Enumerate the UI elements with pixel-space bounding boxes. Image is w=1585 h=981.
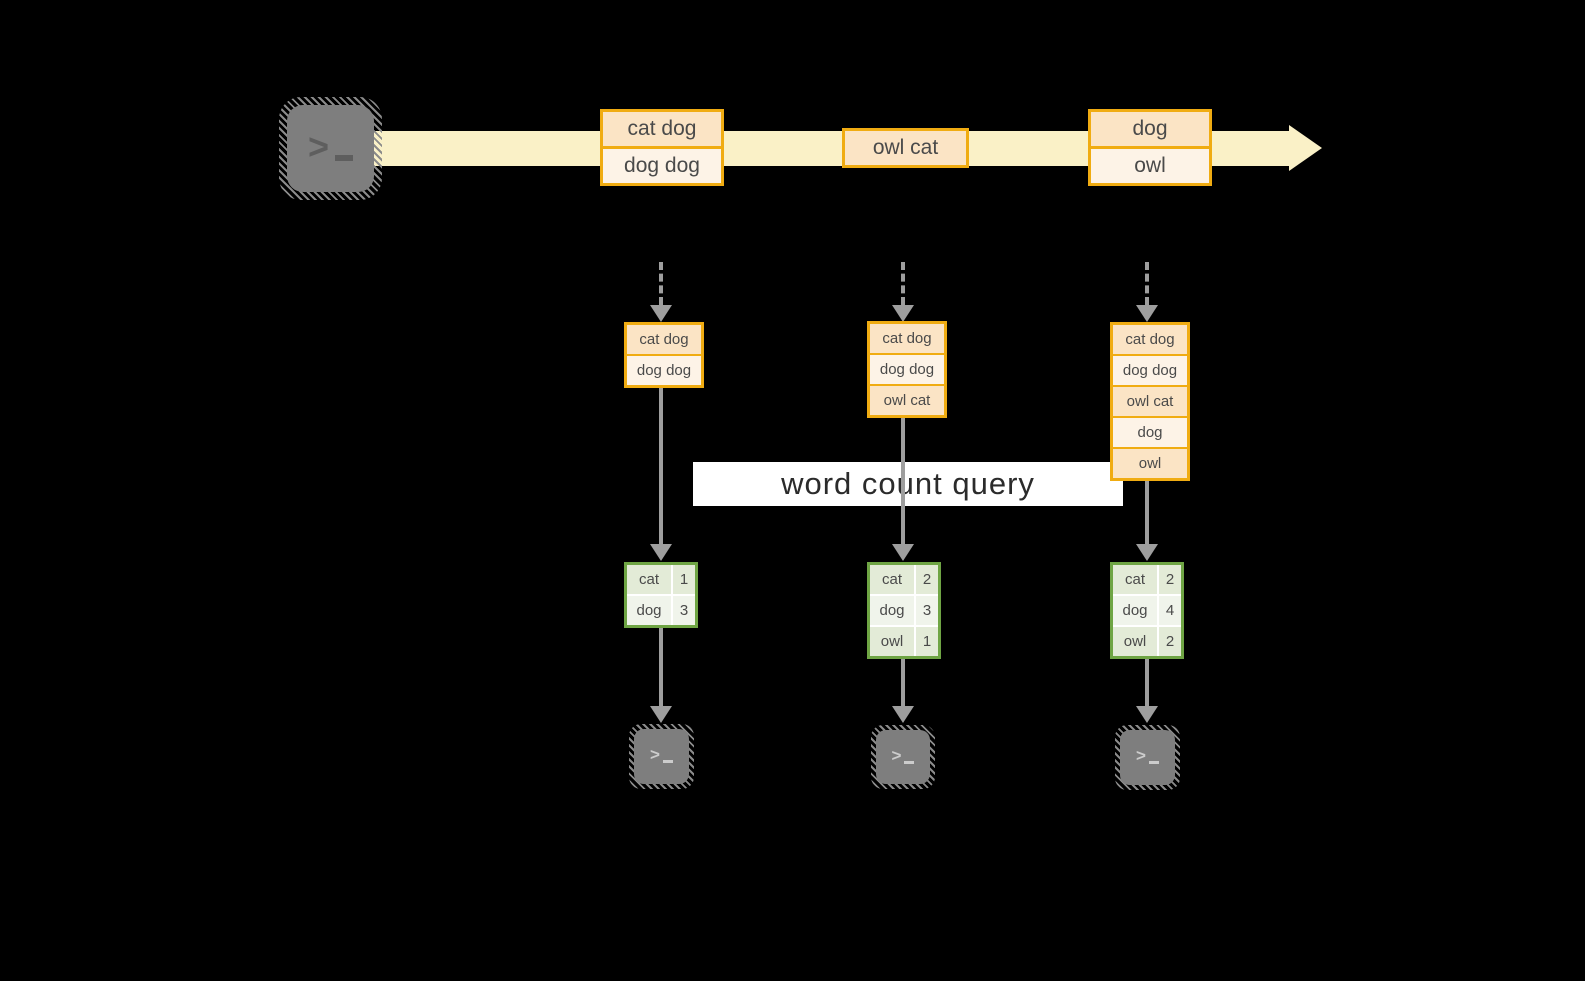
batch-line: cat dog	[603, 112, 721, 146]
terminal-icon: >	[871, 725, 935, 789]
count-value: 2	[1159, 627, 1181, 656]
stream-batch-3: dog owl	[1088, 109, 1212, 186]
state-line: dog	[1113, 418, 1187, 447]
state-box-2: cat dog dog dog owl cat	[867, 321, 947, 418]
stream-batch-1: cat dog dog dog	[600, 109, 724, 186]
count-word: dog	[1113, 596, 1157, 625]
arrow-line	[1145, 479, 1149, 544]
arrow-line	[1145, 659, 1149, 706]
arrow-line	[659, 388, 663, 544]
count-value: 1	[673, 565, 695, 594]
arrow-head	[1136, 706, 1158, 723]
arrow-head	[650, 706, 672, 723]
terminal-icon: >	[1115, 725, 1180, 790]
state-line: dog dog	[627, 356, 701, 385]
dashed-arrow-head	[892, 305, 914, 322]
batch-line: dog dog	[603, 149, 721, 183]
cursor-bar	[1148, 761, 1159, 764]
count-word: owl	[870, 627, 914, 656]
count-value: 3	[673, 596, 695, 625]
batch-line: owl cat	[845, 131, 966, 165]
count-table-3: cat 2 dog 4 owl 2	[1110, 562, 1184, 659]
cursor-bar	[335, 154, 354, 161]
arrow-head	[892, 544, 914, 561]
query-label: word count query	[781, 466, 1035, 501]
count-table-1: cat 1 dog 3	[624, 562, 698, 628]
terminal-icon: >	[279, 97, 382, 200]
count-value: 1	[916, 627, 938, 656]
state-line: cat dog	[627, 325, 701, 354]
dashed-arrow-line	[901, 262, 909, 305]
state-line: dog dog	[870, 355, 944, 384]
stream-batch-2: owl cat	[842, 128, 969, 168]
arrow-line	[901, 417, 905, 544]
state-box-1: cat dog dog dog	[624, 322, 704, 388]
terminal-prompt-icon: >	[876, 730, 930, 784]
arrow-head	[650, 544, 672, 561]
query-label-band: word count query	[693, 462, 1123, 506]
count-value: 2	[916, 565, 938, 594]
count-word: dog	[627, 596, 671, 625]
state-line: cat dog	[1113, 325, 1187, 354]
batch-line: owl	[1091, 149, 1209, 183]
dashed-arrow-line	[659, 262, 667, 305]
terminal-icon: >	[629, 724, 694, 789]
state-box-3: cat dog dog dog owl cat dog owl	[1110, 322, 1190, 481]
state-line: dog dog	[1113, 356, 1187, 385]
count-word: owl	[1113, 627, 1157, 656]
state-line: cat dog	[870, 324, 944, 353]
cursor-bar	[662, 760, 673, 763]
count-value: 2	[1159, 565, 1181, 594]
dashed-arrow-line	[1145, 262, 1153, 305]
count-value: 4	[1159, 596, 1181, 625]
terminal-prompt-icon: >	[1120, 730, 1175, 785]
count-value: 3	[916, 596, 938, 625]
terminal-prompt-icon: >	[287, 105, 374, 192]
state-line: owl cat	[870, 386, 944, 415]
arrow-head	[892, 706, 914, 723]
terminal-prompt-icon: >	[634, 729, 689, 784]
count-word: cat	[1113, 565, 1157, 594]
arrow-line	[901, 659, 905, 706]
state-line: owl cat	[1113, 387, 1187, 416]
count-word: cat	[627, 565, 671, 594]
arrow-line	[659, 628, 663, 706]
count-word: cat	[870, 565, 914, 594]
count-table-2: cat 2 dog 3 owl 1	[867, 562, 941, 659]
count-word: dog	[870, 596, 914, 625]
state-line: owl	[1113, 449, 1187, 478]
dashed-arrow-head	[1136, 305, 1158, 322]
dashed-arrow-head	[650, 305, 672, 322]
cursor-bar	[904, 760, 915, 764]
stream-arrow-head	[1289, 125, 1322, 171]
batch-line: dog	[1091, 112, 1209, 146]
arrow-head	[1136, 544, 1158, 561]
